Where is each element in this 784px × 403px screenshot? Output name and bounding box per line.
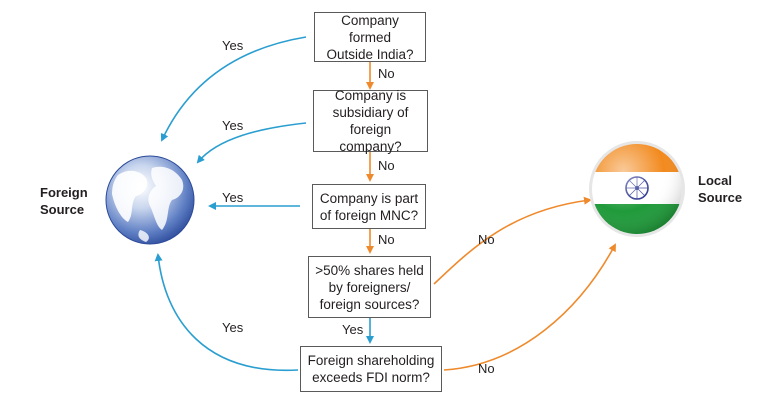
- local-source-line2: Source: [698, 190, 743, 205]
- decision-box-formed-outside-india: Company formed Outside India?: [314, 12, 426, 62]
- box1-line1: Company formed: [341, 12, 399, 45]
- box5-line2: exceeds FDI norm?: [312, 370, 430, 385]
- edge-label-yes-2: Yes: [222, 118, 244, 133]
- arrow-box1-yes: [160, 36, 307, 142]
- edge-label-yes-4: Yes: [222, 320, 244, 335]
- box5-line1: Foreign shareholding: [307, 353, 435, 368]
- decision-box-shares-held: >50% shares held by foreigners/ foreign …: [308, 256, 431, 318]
- decision-box-fdi-norm: Foreign shareholding exceeds FDI norm?: [300, 346, 442, 392]
- box2-line1: Company is: [334, 88, 407, 103]
- edge-label-no-5: No: [478, 361, 495, 376]
- decision-box-subsidiary: Company is subsidiary of foreign company…: [313, 88, 428, 154]
- foreign-source-label: Foreign Source: [40, 184, 88, 218]
- box1-line2: Outside India?: [326, 46, 414, 62]
- arrow-box5-yes: [154, 253, 299, 372]
- box2-line3: foreign company?: [339, 122, 402, 154]
- edge-label-yes-3: Yes: [222, 190, 244, 205]
- local-source-label: Local Source: [698, 172, 742, 206]
- arrow-box5-no: [443, 243, 616, 371]
- yes-arrows: [154, 36, 307, 372]
- no-arrows-to-local: [433, 196, 616, 371]
- local-source-line1: Local: [698, 173, 732, 188]
- box2-line2: subsidiary of: [332, 105, 409, 120]
- foreign-source-line1: Foreign: [40, 185, 88, 200]
- box4-line3: foreign sources?: [319, 296, 420, 312]
- edge-label-yes-1: Yes: [222, 38, 244, 53]
- globe-icon: [105, 155, 195, 245]
- arrow-box2-yes: [196, 122, 307, 164]
- box3-line1: Company is part: [319, 190, 419, 206]
- arrow-box4-no: [433, 196, 592, 285]
- edge-label-no-3: No: [378, 232, 395, 247]
- box4-line2: by foreigners/: [328, 279, 411, 295]
- edge-label-no-1: No: [378, 66, 395, 81]
- edge-label-no-4: No: [478, 232, 495, 247]
- foreign-source-line2: Source: [40, 202, 85, 217]
- edge-label-yes-5: Yes: [342, 322, 364, 337]
- edge-label-no-2: No: [378, 158, 395, 173]
- box3-line2: of foreign MNC?: [319, 207, 419, 223]
- decision-box-part-of-mnc: Company is part of foreign MNC?: [312, 184, 426, 229]
- india-flag-icon: [589, 141, 685, 237]
- box4-line1: >50% shares held: [315, 262, 424, 278]
